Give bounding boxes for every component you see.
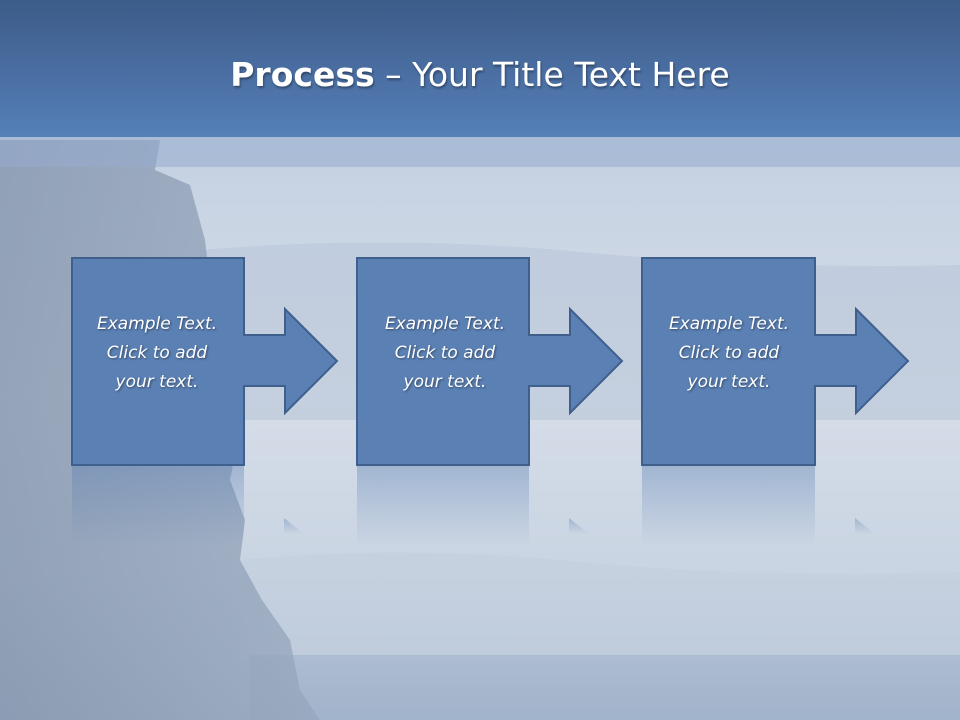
step-2-reflection	[357, 466, 589, 546]
step-3-line-3: your text.	[687, 372, 771, 392]
title-rest: – Your Title Text Here	[374, 55, 730, 94]
step-3-text[interactable]: Example Text. Click to add your text.	[643, 310, 815, 397]
title-strip	[0, 137, 960, 167]
slide-title[interactable]: Process – Your Title Text Here	[0, 52, 960, 98]
step-3-line-2: Click to add	[678, 343, 780, 363]
step-1-arrow-shape[interactable]	[71, 257, 339, 466]
step-3-line-1: Example Text.	[668, 314, 790, 334]
step-3-arrow-shape[interactable]	[641, 257, 910, 466]
step-2-line-2: Click to add	[394, 343, 496, 363]
step-1-reflection	[72, 466, 304, 546]
title-strong: Process	[230, 55, 375, 94]
step-1-line-3: your text.	[115, 372, 199, 392]
step-1-line-1: Example Text.	[96, 314, 218, 334]
step-1-line-2: Click to add	[106, 343, 208, 363]
step-2-text[interactable]: Example Text. Click to add your text.	[359, 310, 531, 397]
step-2-line-3: your text.	[403, 372, 487, 392]
step-3-reflection	[642, 466, 875, 546]
step-2-line-1: Example Text.	[384, 314, 506, 334]
step-1-text[interactable]: Example Text. Click to add your text.	[71, 310, 243, 397]
step-2-arrow-shape[interactable]	[356, 257, 624, 466]
title-bar	[0, 0, 960, 137]
